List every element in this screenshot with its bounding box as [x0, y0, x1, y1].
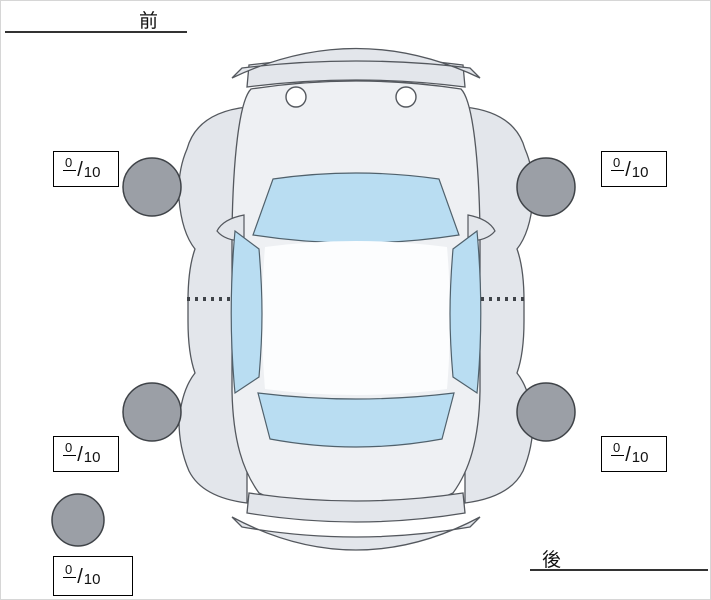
tread-slash: /: [77, 159, 83, 181]
tread-max: 10: [83, 448, 101, 466]
tread-max: 10: [631, 163, 649, 181]
left-cowl-circle-icon: [285, 86, 307, 108]
roof-panel: [262, 241, 450, 395]
tread-max: 10: [83, 163, 101, 181]
tread-slash: /: [625, 159, 631, 181]
tread-max: 10: [83, 570, 101, 588]
tread-value: 0: [611, 441, 625, 456]
tread-max: 10: [631, 448, 649, 466]
front-left-tire-icon: [122, 157, 182, 217]
tread-value: 0: [611, 156, 625, 171]
right-side-window: [449, 229, 482, 395]
tread-value: 0: [63, 563, 77, 578]
rear-bumper: [231, 516, 481, 551]
tread-slash: /: [77, 444, 83, 466]
rear-right-tire-icon: [516, 382, 576, 442]
rear-left-tire-icon: [122, 382, 182, 442]
tread-slash: /: [625, 444, 631, 466]
right-cowl-circle-icon: [395, 86, 417, 108]
left-side-panel: [178, 106, 248, 504]
rear-label: 後: [542, 550, 563, 571]
tread-slash: /: [77, 566, 83, 588]
tread-value: 0: [63, 441, 77, 456]
tread-depth-box-spare: 0 / 10: [53, 556, 133, 596]
front-windshield: [252, 172, 460, 244]
front-label: 前: [139, 11, 160, 32]
rear-windshield: [257, 392, 455, 448]
left-side-window: [230, 229, 263, 395]
spare-tire-icon: [51, 493, 105, 547]
front-bumper: [231, 47, 481, 79]
rear-label-underline: [530, 569, 708, 571]
front-right-tire-icon: [516, 157, 576, 217]
tread-depth-box-front-left: 0 / 10: [53, 151, 119, 187]
tread-depth-box-front-right: 0 / 10: [601, 151, 667, 187]
tread-depth-box-rear-left: 0 / 10: [53, 436, 119, 472]
tread-depth-box-rear-right: 0 / 10: [601, 436, 667, 472]
trunk-edge-band: [246, 492, 466, 523]
right-side-panel: [464, 106, 534, 504]
front-label-underline: [5, 31, 187, 33]
tread-value: 0: [63, 156, 77, 171]
